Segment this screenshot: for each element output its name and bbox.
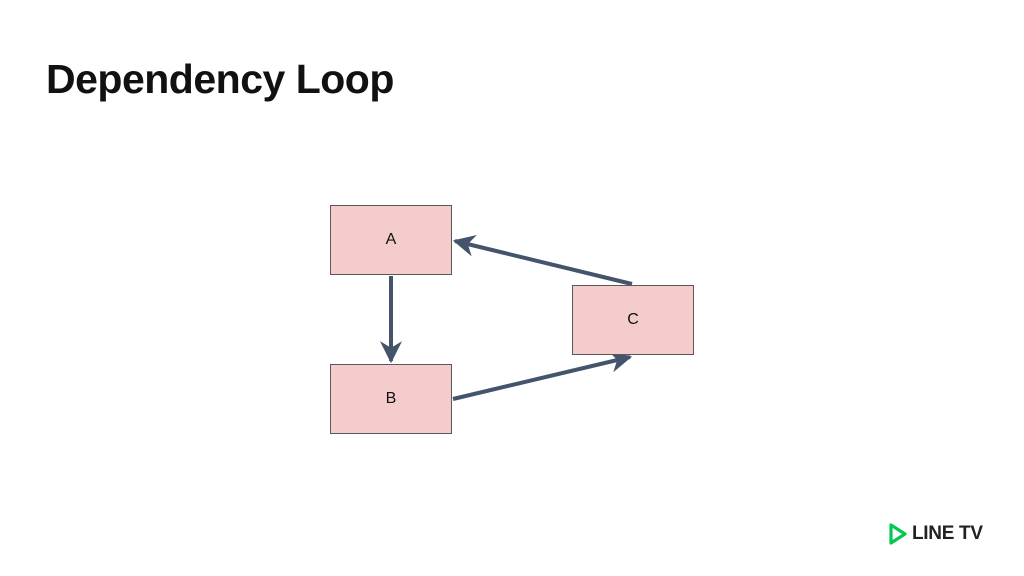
- slide-title: Dependency Loop: [46, 56, 394, 102]
- edge-b-to-c: [452, 350, 633, 401]
- node-b: B: [330, 364, 452, 434]
- play-triangle-icon: [889, 523, 907, 545]
- node-a: A: [330, 205, 452, 275]
- node-c: C: [572, 285, 694, 355]
- edge-c-to-a: [452, 234, 633, 286]
- line-tv-logo: LINE TV: [888, 521, 983, 547]
- node-b-label: B: [385, 390, 397, 407]
- node-a-label: A: [385, 231, 397, 248]
- logo-text: LINE TV: [912, 523, 983, 544]
- node-c-label: C: [627, 311, 639, 328]
